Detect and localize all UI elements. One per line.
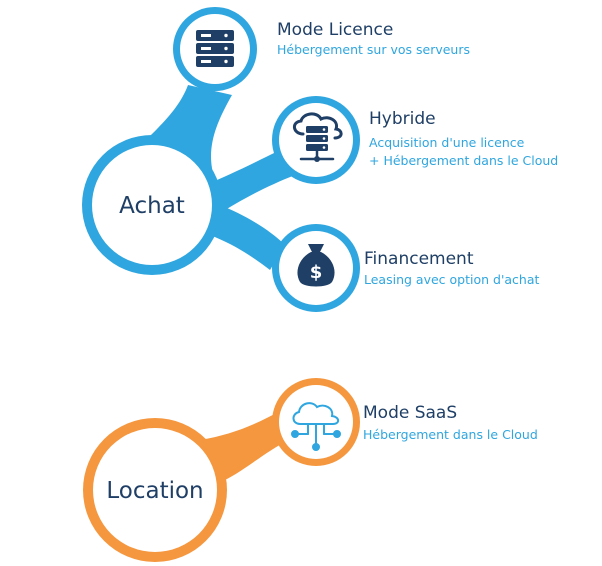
svg-text:$: $: [310, 262, 323, 283]
hybride-subtitle-line2: + Hébergement dans le Cloud: [369, 153, 558, 168]
location-connector-shape: [200, 412, 292, 480]
location-hub: [93, 428, 217, 552]
mode-licence-title: Mode Licence: [277, 20, 393, 40]
achat-label: Achat: [119, 193, 185, 219]
hybride-title: Hybride: [369, 109, 436, 129]
cloud-network-icon: [291, 402, 341, 451]
hybride-subtitle-line1: Acquisition d'une licence: [369, 135, 525, 150]
financement-title: Financement: [364, 249, 474, 269]
money-bag-icon: $: [297, 244, 335, 287]
cloud-server-icon: [293, 112, 343, 162]
mode-saas-node: [279, 385, 353, 459]
achat-group: Achat: [82, 7, 558, 312]
mode-saas-title: Mode SaaS: [363, 403, 457, 423]
achat-hub: [92, 145, 212, 265]
location-label: Location: [106, 478, 203, 504]
location-group: Location Mode SaaS Hébergement dans le C…: [83, 378, 538, 562]
server-rack-icon: [196, 30, 234, 67]
mode-licence-subtitle: Hébergement sur vos serveurs: [277, 42, 470, 57]
financement-subtitle: Leasing avec option d'achat: [364, 272, 539, 287]
mode-saas-subtitle: Hébergement dans le Cloud: [363, 427, 538, 442]
